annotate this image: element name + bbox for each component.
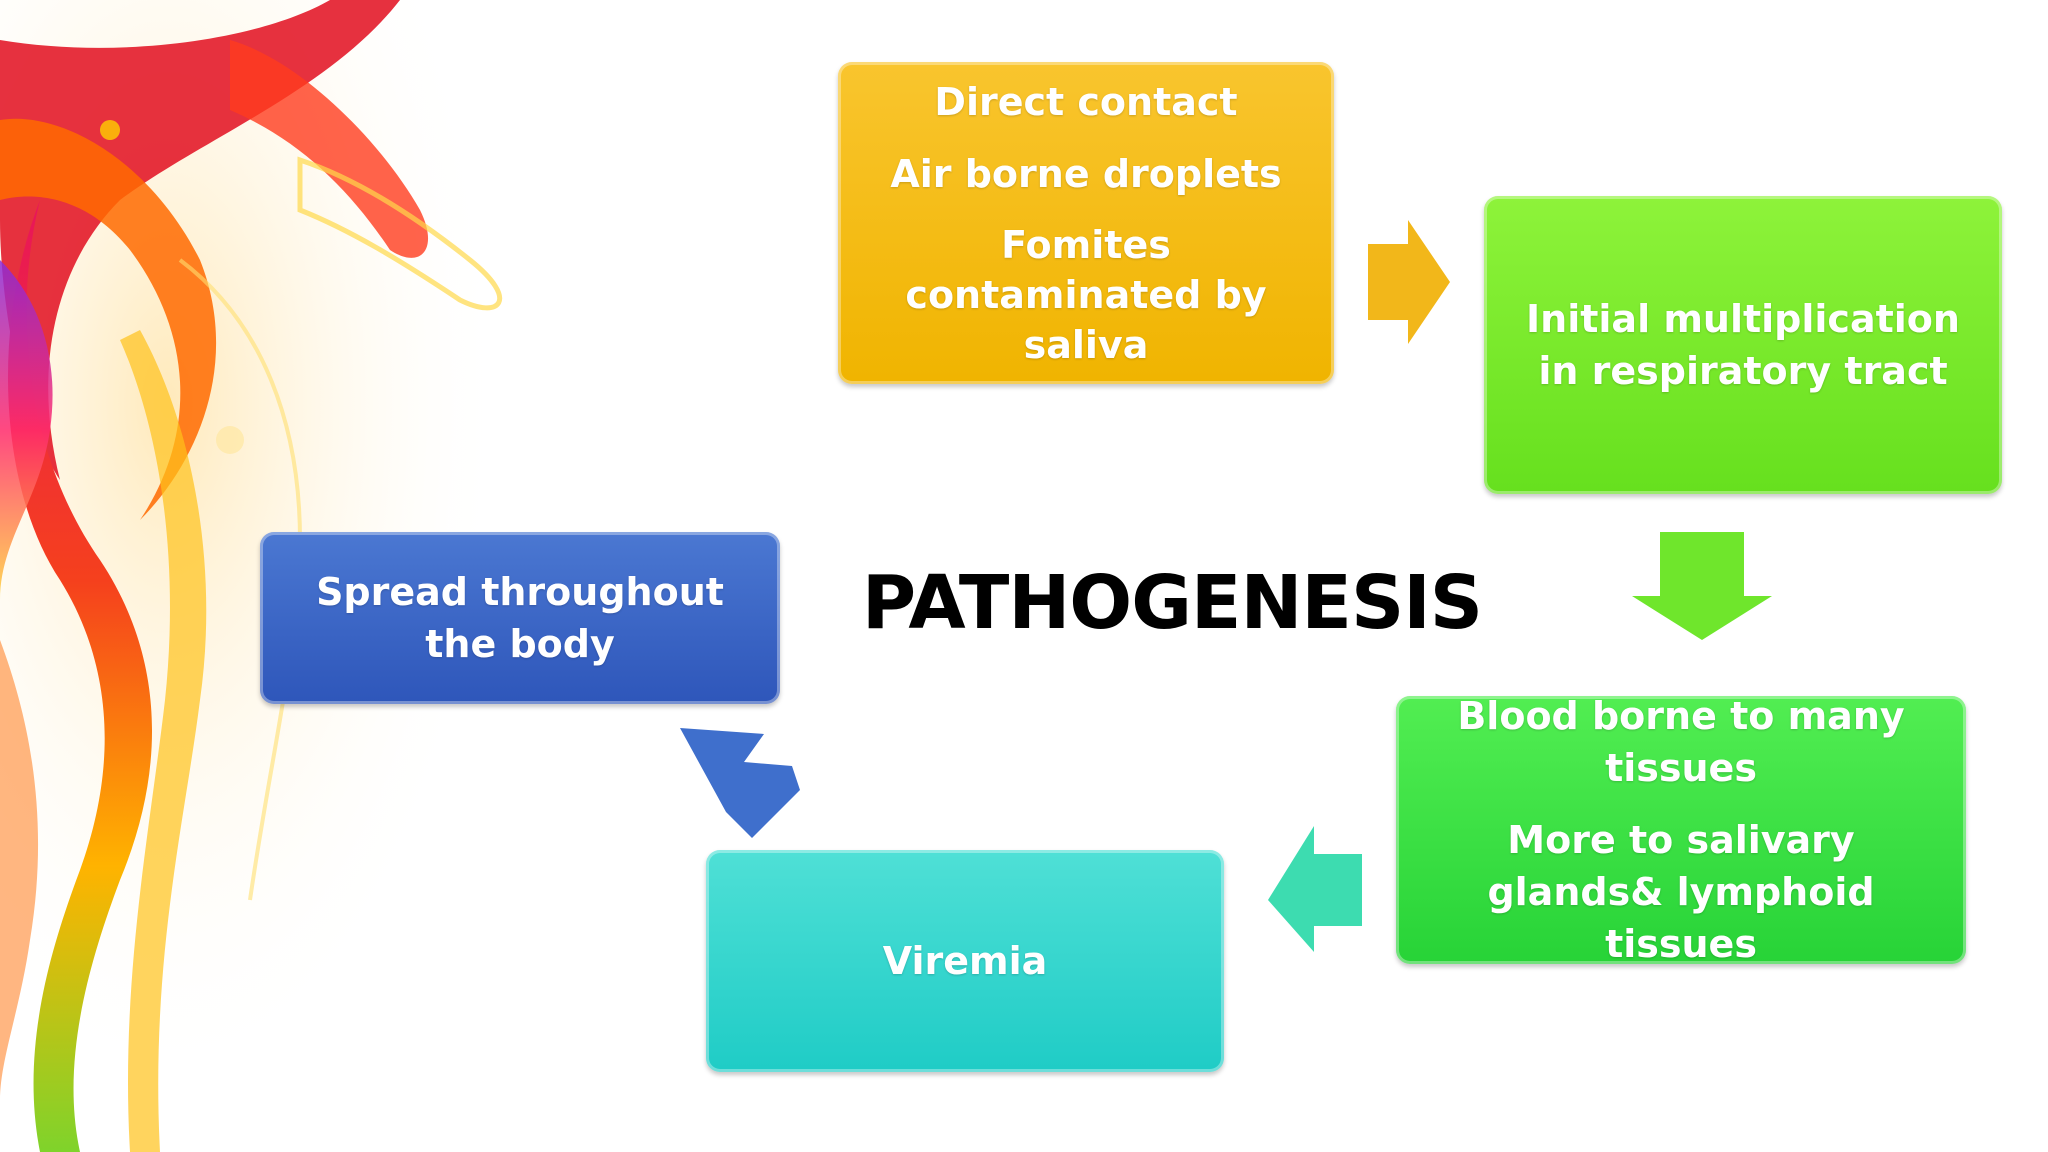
step-transmission-routes: Direct contact Air borne droplets Fomite… bbox=[838, 62, 1334, 384]
arrow-right bbox=[1368, 220, 1450, 344]
step-line: Spread throughout the body bbox=[316, 570, 724, 666]
step-line: Blood borne to many tissues bbox=[1457, 694, 1905, 790]
arrow-left bbox=[1268, 826, 1362, 952]
step-line: Initial multiplication in respiratory tr… bbox=[1526, 297, 1960, 393]
step-line: Air borne droplets bbox=[890, 152, 1282, 196]
step-line: Direct contact bbox=[934, 80, 1238, 124]
page-title: PATHOGENESIS bbox=[861, 560, 1483, 646]
arrow-up-left bbox=[680, 728, 800, 838]
arrow-down bbox=[1632, 532, 1772, 640]
step-line: Viremia bbox=[882, 939, 1048, 983]
step-spread: Spread throughout the body bbox=[260, 532, 780, 704]
step-line: More to salivary glands& lymphoid tissue… bbox=[1487, 818, 1875, 966]
step-initial-multiplication: Initial multiplication in respiratory tr… bbox=[1484, 196, 2002, 494]
step-line: Fomites contaminated by saliva bbox=[905, 223, 1267, 367]
step-blood-borne: Blood borne to many tissues More to sali… bbox=[1396, 694, 1966, 966]
step-viremia: Viremia bbox=[706, 850, 1224, 1072]
